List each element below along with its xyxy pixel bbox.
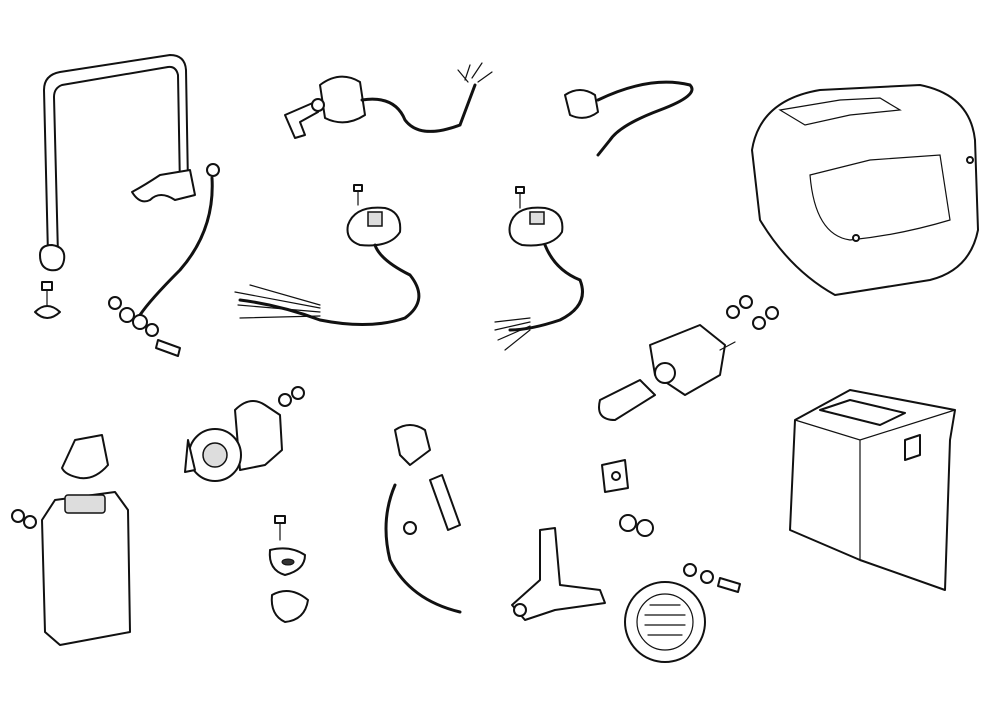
spark-plug-icon [429, 474, 461, 531]
relay-icon [601, 459, 654, 537]
fuse-holder-icon [268, 515, 309, 623]
horn-bracket-icon [511, 527, 606, 621]
switch-cable-icon [564, 80, 694, 157]
nut-washer-icon [726, 295, 779, 330]
ignition-switch-icon [284, 62, 493, 139]
battery-icon [789, 389, 956, 591]
headlight-housing-icon [751, 84, 979, 296]
nut-washer-icon [34, 281, 61, 319]
voltage-regulator-icon [598, 324, 736, 421]
horn-icon [624, 563, 741, 663]
handlebar-switch-right-icon [494, 186, 584, 351]
spark-plug-cap-icon [384, 424, 462, 614]
ground-cable-icon [108, 163, 220, 357]
fuel-container-icon [11, 434, 131, 646]
ignition-coil-icon [184, 386, 305, 482]
bracket-icon [39, 54, 196, 272]
handlebar-switch-left-icon [234, 184, 421, 326]
